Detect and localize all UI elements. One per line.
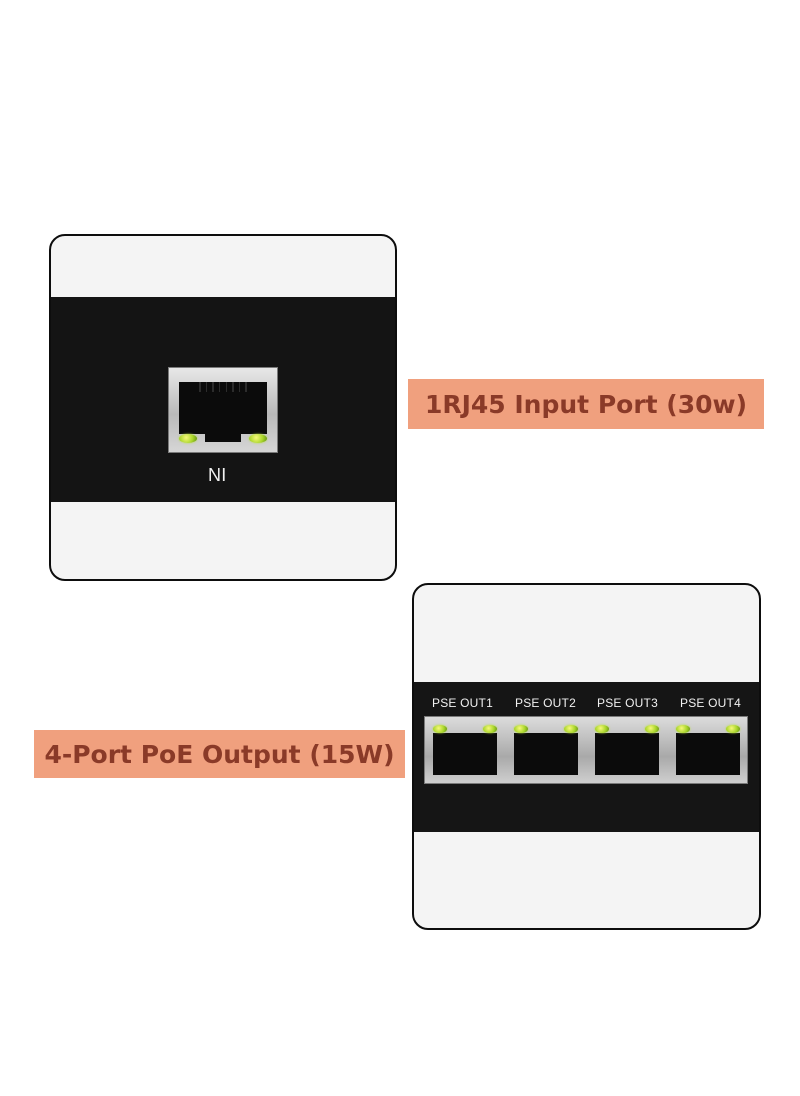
rj45-port-3-icon: [595, 733, 659, 775]
link-led-icon: [726, 725, 740, 733]
port-label-out3: PSE OUT3: [597, 696, 658, 710]
output-ports-photo: PSE OUT1 PSE OUT2 PSE OUT3 PSE OUT4: [412, 583, 761, 930]
port-label-out1: PSE OUT1: [432, 696, 493, 710]
device-front-band: NI: [51, 297, 395, 502]
port-label-out4: PSE OUT4: [680, 696, 741, 710]
input-port-photo: NI: [49, 234, 397, 581]
link-led-icon: [564, 725, 578, 733]
rj45-port-1-icon: [433, 733, 497, 775]
link-led-icon: [676, 725, 690, 733]
input-port-callout: 1RJ45 Input Port (30w): [408, 379, 764, 429]
link-led-icon: [483, 725, 497, 733]
port-opening: [179, 382, 267, 434]
link-led-icon: [645, 725, 659, 733]
link-led-icon: [433, 725, 447, 733]
link-led-right-icon: [249, 434, 267, 443]
port-pins: [199, 382, 247, 392]
input-port-label: NI: [208, 465, 227, 485]
rj45-port-4-icon: [676, 733, 740, 775]
link-led-left-icon: [179, 434, 197, 443]
rj45-output-port-strip: [424, 716, 748, 784]
port-latch-slot: [205, 432, 241, 442]
port-label-out2: PSE OUT2: [515, 696, 576, 710]
rj45-port-2-icon: [514, 733, 578, 775]
link-led-icon: [514, 725, 528, 733]
link-led-icon: [595, 725, 609, 733]
rj45-input-port-icon: [168, 367, 278, 453]
device-front-band: PSE OUT1 PSE OUT2 PSE OUT3 PSE OUT4: [414, 682, 759, 832]
output-ports-callout: 4-Port PoE Output (15W): [34, 730, 405, 778]
